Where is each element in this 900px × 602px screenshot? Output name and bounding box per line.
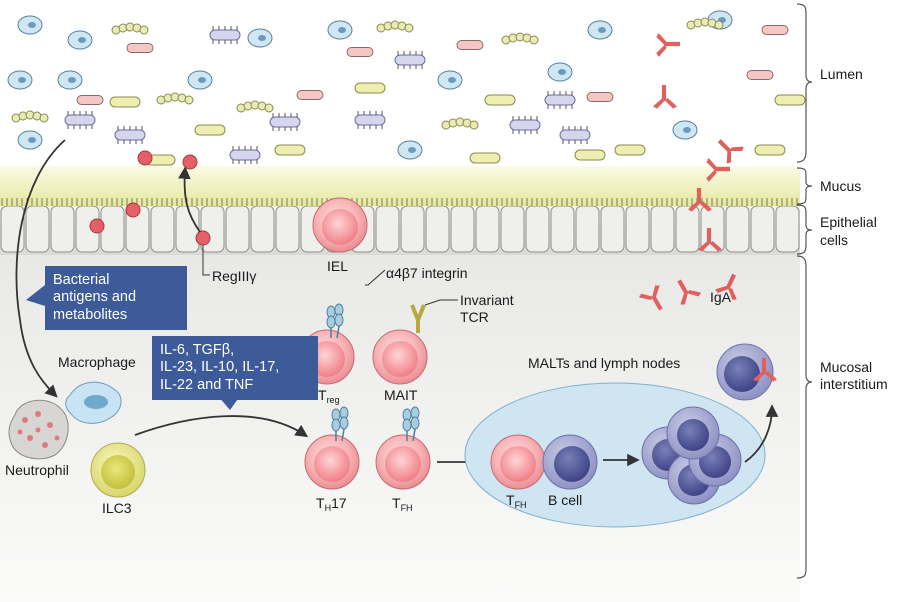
b-cell-cluster <box>641 406 742 505</box>
neutrophil <box>8 399 69 460</box>
epithelial-label-line2: cells <box>820 232 849 248</box>
th17-label: TH17 <box>316 495 347 513</box>
lumen-iga <box>652 32 746 183</box>
epithelial-cell <box>100 205 125 253</box>
plasma-cell <box>716 343 778 401</box>
macrophage-label: Macrophage <box>58 354 136 370</box>
epithelial-cell <box>250 205 275 253</box>
bcell-label: B cell <box>548 492 583 508</box>
epithelial-cell <box>150 205 175 253</box>
epithelial-cell <box>425 205 450 253</box>
tfh-inner-label: TFH <box>506 492 527 510</box>
th17-label-sub: H <box>324 503 332 513</box>
iga-label: IgA <box>710 289 732 305</box>
th17-cell <box>304 406 360 490</box>
iel-label: IEL <box>327 258 349 274</box>
mait-cell <box>372 304 428 385</box>
epithelial-cell <box>550 205 575 253</box>
epithelial-cell <box>175 205 200 253</box>
epithelial-cell <box>725 205 750 253</box>
cytokines-line2: IL-23, IL-10, IL-17, <box>160 359 280 376</box>
tfh-inner-cell <box>490 434 546 490</box>
epithelial-cell <box>600 205 625 253</box>
epithelial-cell <box>775 205 800 253</box>
reg3g-label: RegIIIγ <box>212 268 257 284</box>
treg-label-sub: reg <box>326 395 340 405</box>
integrin-leader <box>365 269 386 286</box>
epithelial-cell <box>450 205 475 253</box>
epithelial-layer <box>0 203 800 255</box>
epithelial-cell <box>400 205 425 253</box>
epithelial-cell <box>525 205 550 253</box>
bacterial-antigens-callout: Bacterial antigens and metabolites <box>45 266 187 331</box>
epithelial-cell <box>375 205 400 253</box>
cytokine-arrow <box>134 415 309 438</box>
interstitium-label-line2: interstitium <box>820 376 888 392</box>
treg-label: Treg <box>318 387 340 405</box>
tfh-label: TFH <box>392 495 413 513</box>
cytokines-line3: IL-22 and TNF <box>160 376 254 393</box>
epithelial-label-line1: Epithelial <box>820 214 877 230</box>
lumen-bacteria <box>7 10 806 166</box>
bacterial-line1: Bacterial <box>53 272 110 288</box>
cytokines-line1: IL-6, TGFβ, <box>160 342 235 358</box>
reg3g-secretion-arrow <box>178 166 201 233</box>
tfh-cell <box>375 406 431 490</box>
tcr-leader <box>424 299 458 306</box>
region-braces <box>796 3 813 579</box>
mucus-layer <box>0 166 800 206</box>
malts-label: MALTs and lymph nodes <box>528 355 681 371</box>
invariant-tcr-label-line1: Invariant <box>460 292 514 308</box>
epithelial-cell <box>500 205 525 253</box>
epithelial-cell <box>225 205 250 253</box>
tfh-label-main: T <box>392 495 401 511</box>
neutrophil-label: Neutrophil <box>5 462 69 478</box>
mucus-label: Mucus <box>820 178 862 194</box>
interstitium-label-line1: Mucosal <box>820 359 873 375</box>
epithelial-cell <box>625 205 650 253</box>
epithelial-cell <box>650 205 675 253</box>
epithelial-cell <box>750 205 775 253</box>
bacterial-line3: metabolites <box>53 306 128 323</box>
th17-label-suffix: 17 <box>331 495 347 511</box>
macrophage <box>65 381 122 424</box>
th17-label-main: T <box>316 495 325 511</box>
tfh-label-sub: FH <box>400 503 413 513</box>
mait-label: MAIT <box>384 387 418 403</box>
epithelial-cell <box>475 205 500 253</box>
epithelial-cell <box>675 205 700 253</box>
invariant-tcr-label-line2: TCR <box>460 309 489 325</box>
epithelial-cell <box>50 205 75 253</box>
cluster-to-plasma-arrow <box>744 404 779 463</box>
ilc3-label: ILC3 <box>102 500 132 516</box>
integrin-label: α4β7 integrin <box>386 265 468 281</box>
tfh-inner-label-sub: FH <box>514 500 527 510</box>
bacteria-to-macrophage-arrow <box>15 139 66 398</box>
microvilli <box>1 198 798 206</box>
epithelial-cell <box>25 205 50 253</box>
lumen-label: Lumen <box>820 66 863 82</box>
epithelial-cell <box>575 205 600 253</box>
cytokines-callout: IL-6, TGFβ, IL-23, IL-10, IL-17, IL-22 a… <box>152 336 318 401</box>
ilc3-cell <box>90 442 146 498</box>
treg-label-main: T <box>318 387 327 403</box>
epithelial-cell <box>275 205 300 253</box>
b-cell <box>542 434 598 490</box>
reg3g-particles <box>89 150 211 246</box>
bacterial-line2: antigens and <box>53 289 137 306</box>
reg3g-leader <box>202 245 210 276</box>
tfh-inner-label-main: T <box>506 492 515 508</box>
iel-cell <box>312 197 368 253</box>
